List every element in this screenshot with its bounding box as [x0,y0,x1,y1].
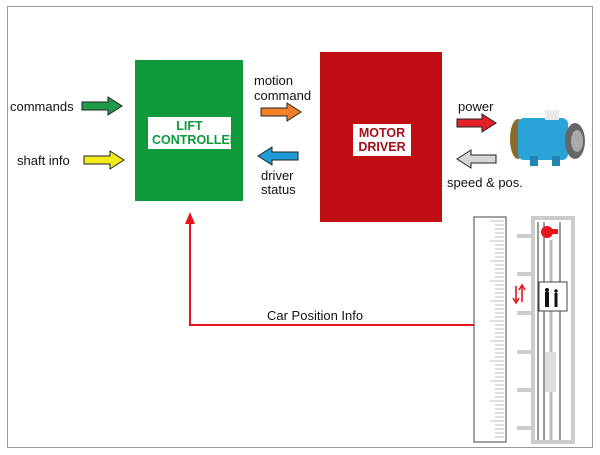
shaft-info-arrow-icon [83,150,125,170]
power-arrow-icon [456,113,497,133]
lift-car-icon [538,281,568,312]
commands-arrow-icon [81,96,123,116]
speed-pos-label: speed & pos. [447,175,523,190]
car-position-feedback-line [189,222,474,326]
driver-label-line2: DRIVER [358,140,406,154]
motion-command-arrow-icon [260,102,302,122]
diagram-frame [7,6,593,448]
driver-label-line1: MOTOR [358,126,406,140]
feedback-arrowhead-icon [185,212,195,224]
driver-status-arrow-icon [257,146,299,166]
up-down-arrows-icon [512,283,526,305]
motor-driver-label: MOTOR DRIVER [353,124,411,156]
motor-icon [510,110,585,166]
lift-controller-label: LIFT CONTROLLER [148,117,239,149]
controller-label-line1: LIFT [176,119,203,133]
power-label: power [458,99,494,114]
lift-shaft-icon [517,216,575,444]
controller-label-line2: CONTROLLER [152,133,239,147]
motion-command-label-2: command [254,88,312,103]
driver-status-label-1: driver [261,168,294,183]
motion-command-label-1: motion [254,73,294,88]
speed-arrow-icon [456,149,497,169]
shaft-info-label: shaft info [17,153,70,168]
commands-label: commands [10,99,74,114]
car-position-label: Car Position Info [267,308,364,323]
position-ruler-icon [473,216,507,443]
driver-status-label-2: status [261,182,296,197]
